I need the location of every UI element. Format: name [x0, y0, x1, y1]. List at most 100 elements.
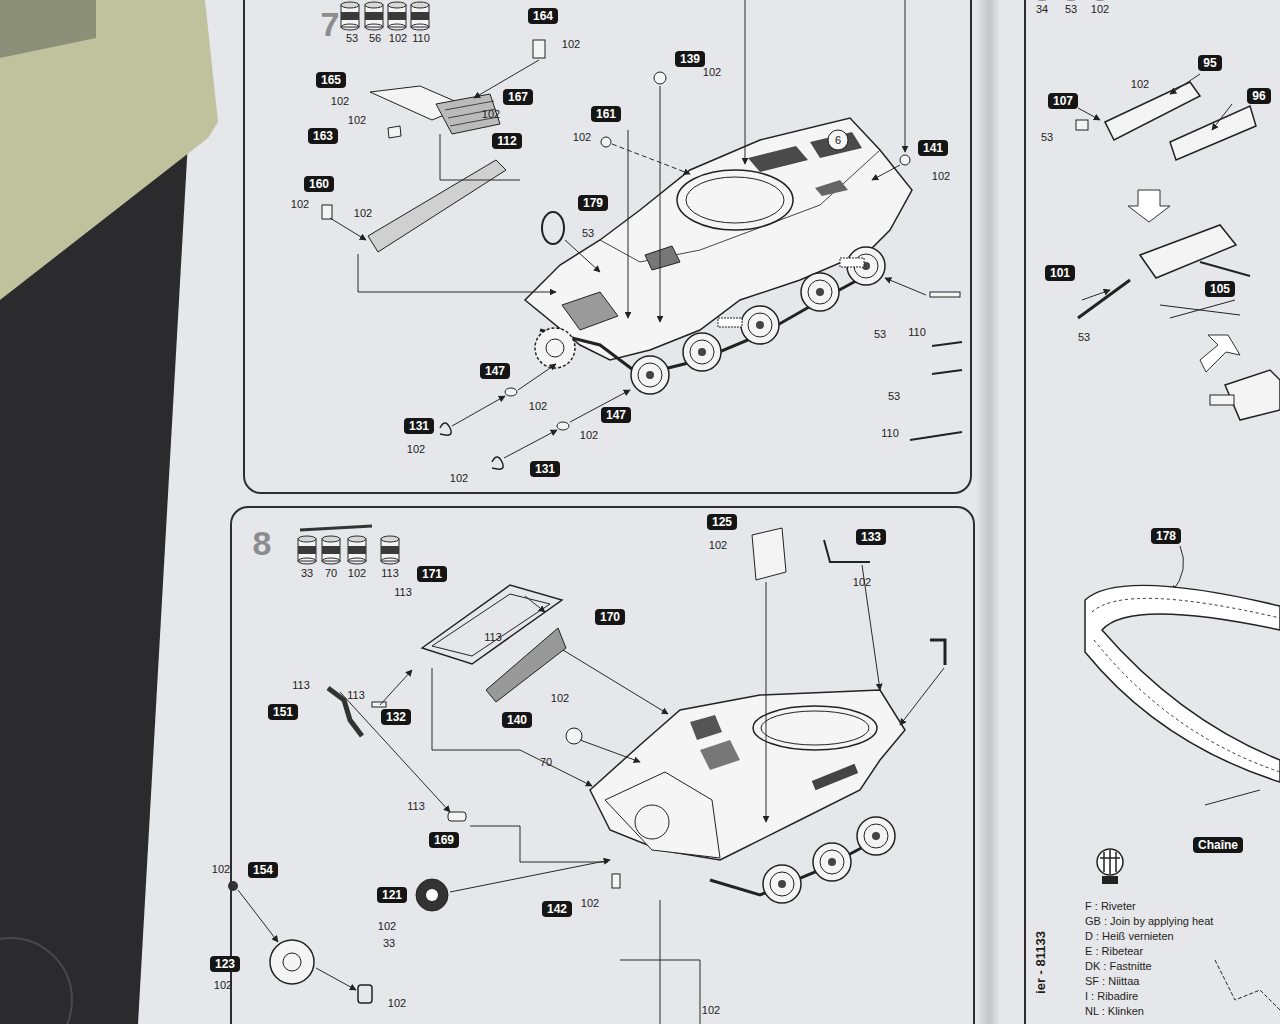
part-number: 113	[484, 631, 502, 644]
part-number: 102	[573, 131, 591, 144]
callout-number: 121	[382, 888, 402, 902]
part-callout: 96	[1247, 88, 1270, 104]
part-number: 53	[1078, 331, 1090, 344]
part-number: 53	[582, 227, 594, 240]
part-number: 33	[383, 937, 395, 950]
callout-number: 139	[680, 52, 700, 66]
callout-number: 96	[1252, 89, 1265, 103]
part-number: 53	[888, 390, 900, 403]
callout-number: 141	[923, 141, 943, 155]
part-number: 102	[378, 920, 396, 933]
callout-number: 131	[535, 462, 555, 476]
part-number: 113	[292, 679, 310, 692]
part-number: 113	[347, 689, 365, 702]
callout-number: 169	[434, 833, 454, 847]
part-number: 102	[580, 429, 598, 442]
part-number: 102	[348, 114, 366, 127]
part-number: 102	[388, 997, 406, 1010]
callout-number: 112	[497, 134, 516, 148]
legend-text: D : Heiß vernieten	[1085, 930, 1174, 943]
step-number: 7	[321, 7, 340, 41]
part-callout: 112	[492, 133, 521, 149]
legend-text: GB : Join by applying heat	[1085, 915, 1213, 928]
spine-text: ier - 81133	[1033, 931, 1046, 994]
part-callout: 105	[1205, 281, 1235, 297]
part-callout: 147	[601, 407, 631, 423]
part-number: 113	[394, 586, 412, 599]
part-number: 70	[325, 567, 337, 580]
callout-number: 95	[1203, 56, 1216, 70]
part-number: 102	[853, 576, 871, 589]
part-callout: 165	[316, 72, 346, 88]
part-number: 53	[874, 328, 886, 341]
part-callout: 132	[381, 709, 411, 725]
callout-number: 160	[309, 177, 329, 191]
part-callout: 107	[1048, 93, 1078, 109]
callout-number: Chaîne	[1198, 838, 1238, 852]
part-callout: 121	[377, 887, 407, 903]
part-number: 102	[562, 38, 580, 51]
part-callout: 154	[248, 862, 278, 878]
part-number: 53	[1041, 131, 1053, 144]
part-callout: 123	[210, 956, 240, 972]
part-callout: 161	[591, 106, 621, 122]
part-callout: 140	[502, 712, 532, 728]
callout-number: 131	[409, 419, 429, 433]
part-number: 34	[1036, 3, 1048, 16]
part-number: 102	[450, 472, 468, 485]
part-number: 110	[412, 32, 430, 45]
part-number: 110	[908, 326, 926, 339]
part-number: 113	[407, 800, 425, 813]
part-callout: 142	[542, 901, 572, 917]
callout-number: 165	[321, 73, 341, 87]
callout-number: 105	[1210, 282, 1230, 296]
callout-number: 140	[507, 713, 527, 727]
step-number: 8	[253, 526, 272, 560]
callout-number: 125	[712, 515, 732, 529]
callout-number: 132	[386, 710, 406, 724]
part-callout: 141	[918, 140, 948, 156]
part-callout: 151	[268, 704, 298, 720]
part-number: 70	[540, 756, 552, 769]
step-panel: 7 164 165 167 163 112 160 139 161 141 179 147 131 147…	[243, 0, 972, 494]
callout-number: 167	[508, 90, 528, 104]
part-number: 53	[1065, 3, 1077, 16]
part-callout: 178	[1151, 528, 1181, 544]
part-number: 102	[331, 95, 349, 108]
legend-text: NL : Klinken	[1085, 1005, 1144, 1018]
legend-text: I : Ribadire	[1085, 990, 1138, 1003]
part-number: 33	[301, 567, 313, 580]
callout-number: 154	[253, 863, 273, 877]
part-number: 102	[354, 207, 372, 220]
part-number: 102	[529, 400, 547, 413]
legend-text: E : Ribetear	[1085, 945, 1143, 958]
part-callout: 171	[417, 566, 447, 582]
part-number: 102	[389, 32, 407, 45]
callout-number: 133	[861, 530, 881, 544]
part-callout: 101	[1045, 265, 1075, 281]
part-number: 102	[702, 1004, 720, 1017]
part-callout: 160	[304, 176, 334, 192]
callout-number: 170	[600, 610, 620, 624]
part-callout: 133	[856, 529, 886, 545]
callout-number: 123	[215, 957, 235, 971]
part-callout: 169	[429, 832, 459, 848]
part-callout: 147	[480, 363, 510, 379]
callout-number: 151	[273, 705, 293, 719]
part-callout: 131	[530, 461, 560, 477]
legend-text: SF : Niittaa	[1085, 975, 1139, 988]
part-callout: 167	[503, 89, 533, 105]
part-callout: 125	[707, 514, 737, 530]
part-callout: 139	[675, 51, 705, 67]
part-number: 113	[381, 567, 399, 580]
part-number: 110	[881, 427, 899, 440]
part-number: 102	[703, 66, 721, 79]
callout-number: 161	[596, 107, 616, 121]
callout-number: 147	[606, 408, 626, 422]
part-number: 102	[932, 170, 950, 183]
part-callout: 163	[308, 128, 338, 144]
callout-number: 179	[583, 196, 603, 210]
part-callout: 164	[528, 8, 558, 24]
part-callout: 170	[595, 609, 625, 625]
